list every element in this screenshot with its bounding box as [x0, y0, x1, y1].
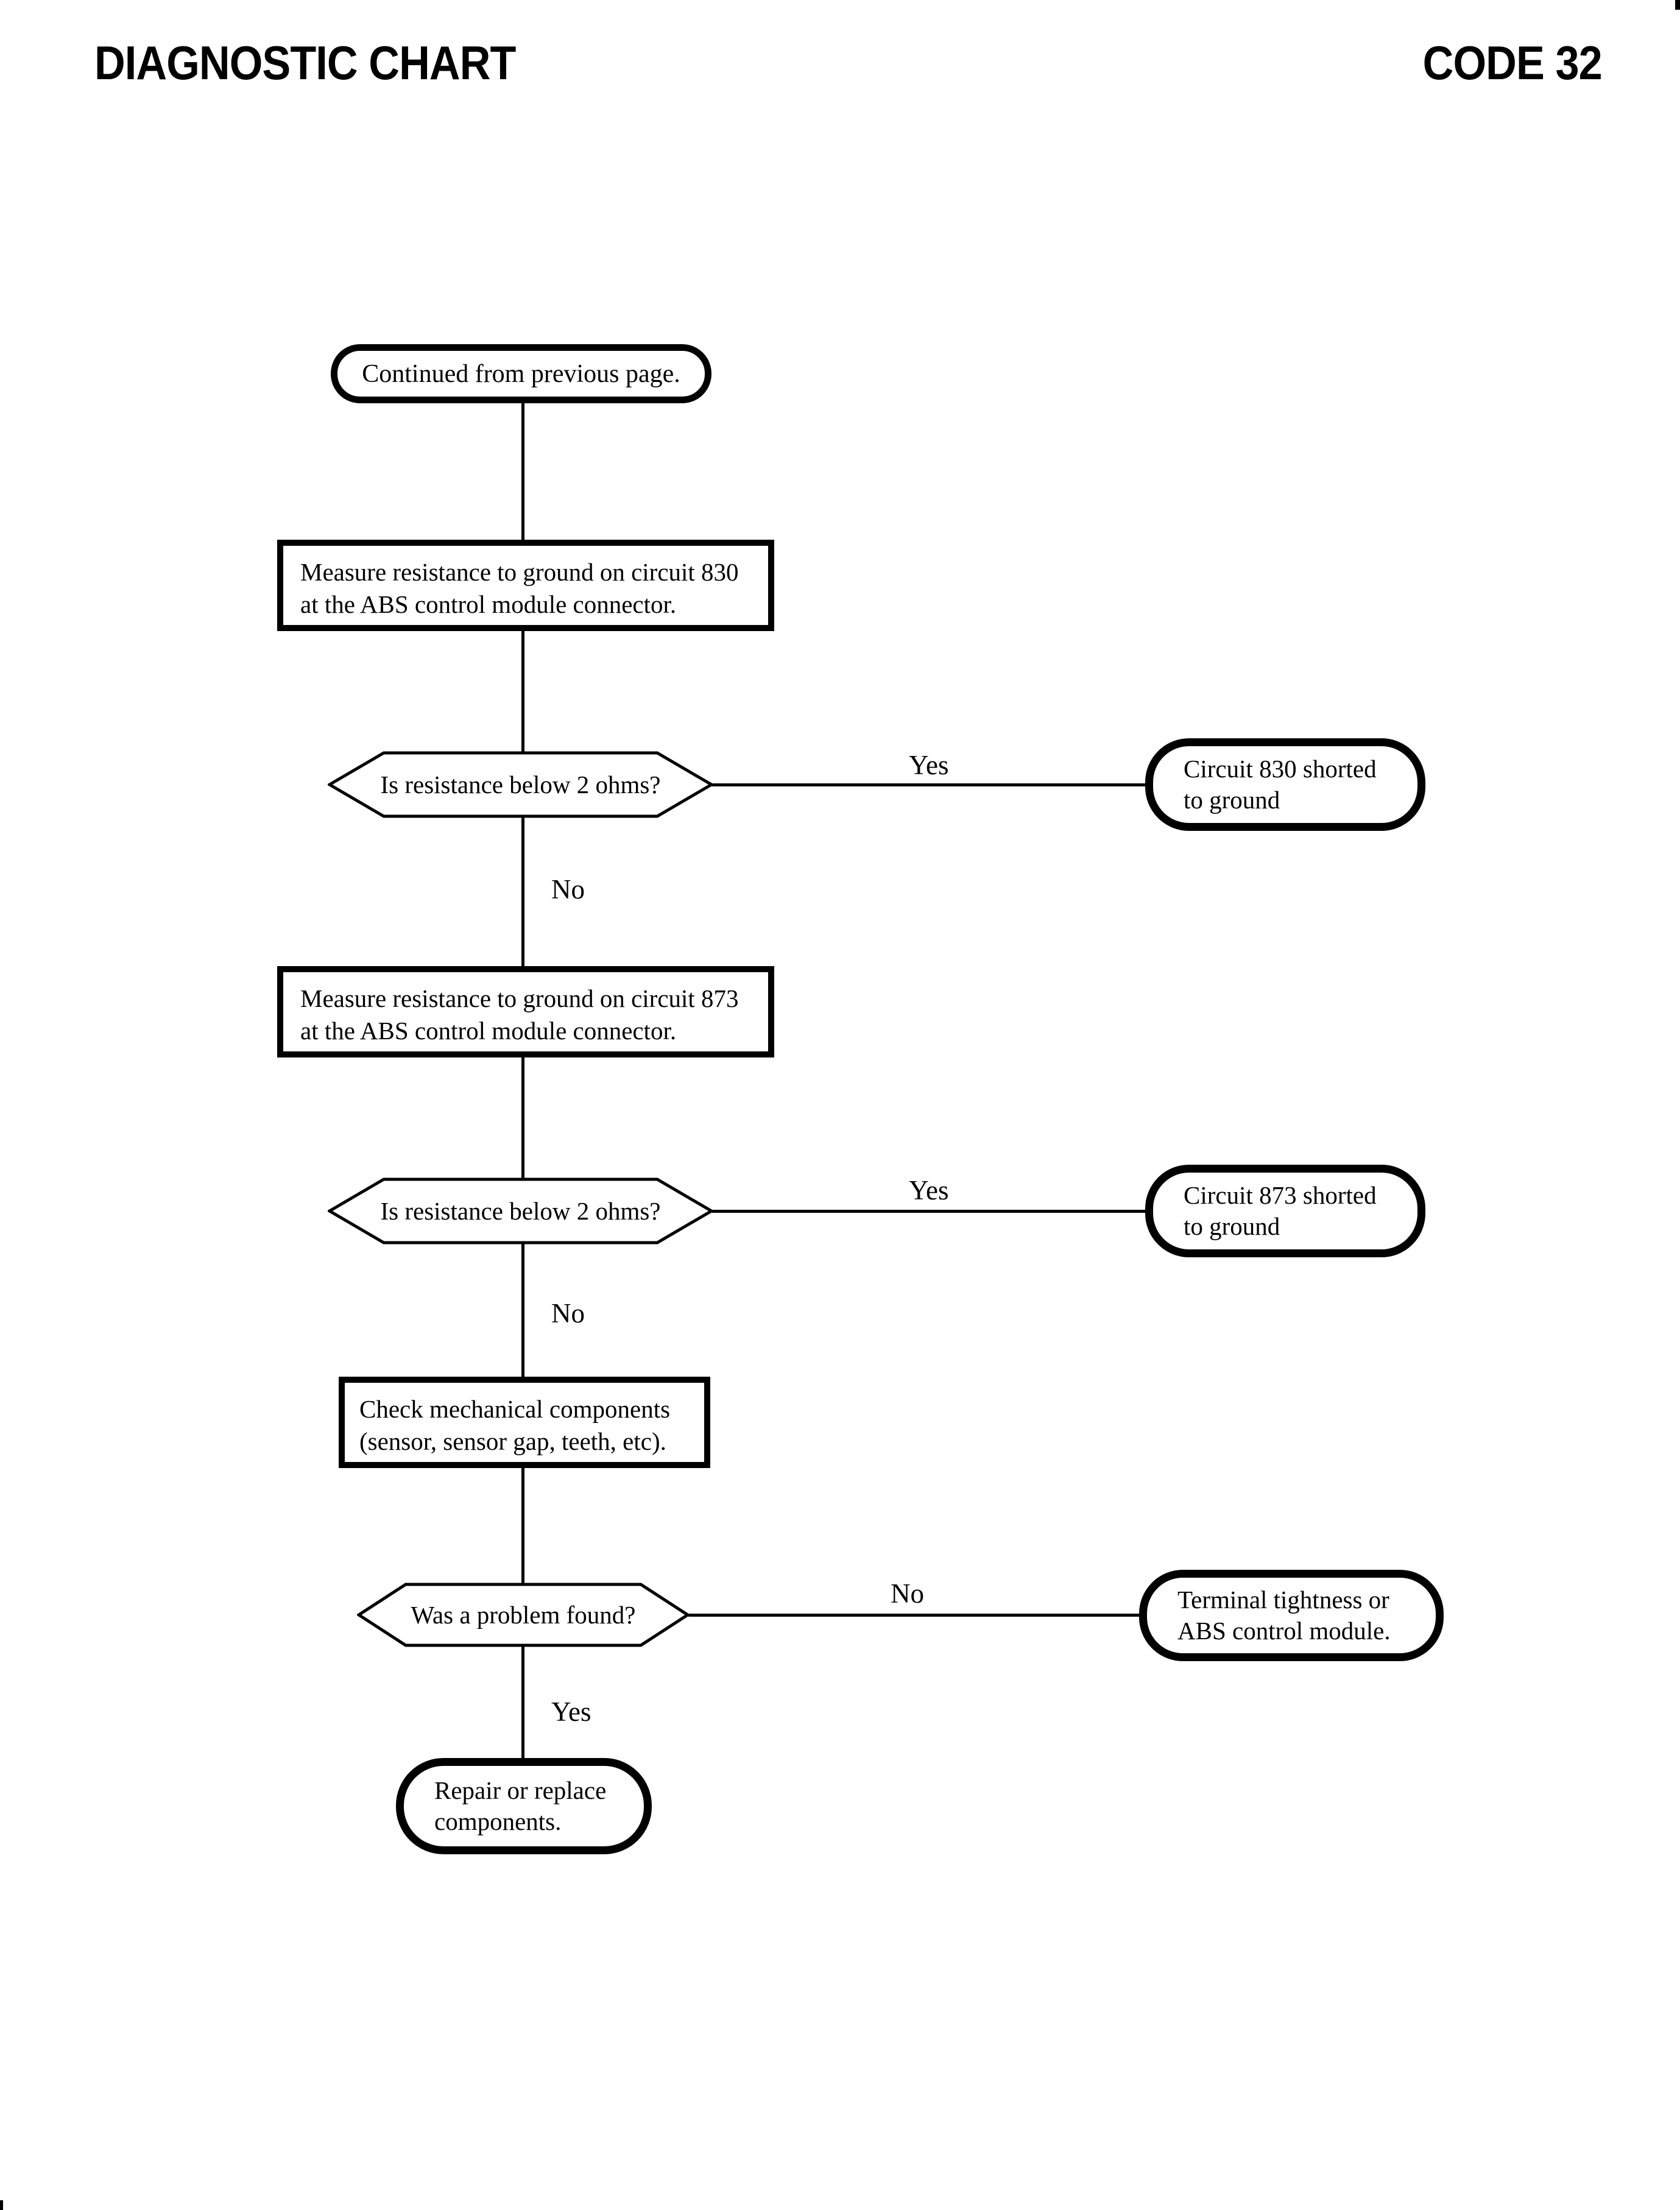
node-text: Is resistance below 2 ohms? — [380, 771, 661, 799]
node-text-line: Circuit 873 shorted — [1184, 1181, 1377, 1209]
edge-label-yes: Yes — [909, 750, 949, 780]
node-text: Continued from previous page. — [362, 359, 680, 388]
node-decision-830: Is resistance below 2 ohms? — [328, 751, 713, 818]
node-text-line: Circuit 830 shorted — [1184, 755, 1377, 783]
node-result-873: Circuit 873 shorted to ground — [1145, 1165, 1425, 1257]
page-title: DIAGNOSTIC CHART — [94, 36, 516, 90]
node-text: Is resistance below 2 ohms? — [380, 1197, 661, 1225]
page-code: CODE 32 — [1422, 36, 1603, 90]
edge-yes-830 — [712, 783, 1146, 786]
connector-problem-to-repair — [521, 1646, 524, 1759]
node-text-line: Terminal tightness or — [1177, 1586, 1389, 1614]
node-measure-873: Measure resistance to ground on circuit … — [277, 966, 774, 1057]
edge-label-yes: Yes — [551, 1696, 591, 1727]
node-start-terminator: Continued from previous page. — [331, 344, 711, 403]
hexagon-shape — [328, 1177, 713, 1244]
connector-measure830-to-decision830 — [521, 630, 524, 752]
hexagon-shape — [328, 751, 713, 818]
node-text-line: components. — [434, 1807, 562, 1835]
node-check-mechanical: Check mechanical components (sensor, sen… — [339, 1377, 710, 1468]
node-result-repair: Repair or replace components. — [396, 1758, 652, 1854]
edge-label-yes: Yes — [909, 1175, 949, 1206]
hexagon-shape — [357, 1583, 690, 1647]
node-measure-830: Measure resistance to ground on circuit … — [277, 540, 774, 631]
node-result-830: Circuit 830 shorted to ground — [1145, 738, 1425, 831]
node-text-line: Measure resistance to ground on circuit … — [300, 984, 739, 1012]
node-text-line: to ground — [1184, 1212, 1280, 1240]
scan-artifact-bottom-left — [0, 2200, 3, 2210]
node-text-line: at the ABS control module connector. — [300, 1017, 677, 1045]
edge-label-no: No — [891, 1578, 924, 1609]
node-text-line: (sensor, sensor gap, teeth, etc). — [359, 1427, 666, 1455]
edge-label-no: No — [551, 874, 585, 905]
node-text-line: at the ABS control module connector. — [300, 590, 677, 618]
node-text-line: ABS control module. — [1177, 1617, 1391, 1645]
connector-decision873-to-check — [521, 1243, 524, 1378]
connector-start-to-measure830 — [521, 402, 524, 541]
connector-measure873-to-decision873 — [521, 1056, 524, 1179]
node-text: Was a problem found? — [411, 1601, 636, 1629]
edge-yes-873 — [712, 1210, 1146, 1213]
node-decision-problem: Was a problem found? — [357, 1583, 690, 1647]
edge-no-problem — [688, 1614, 1140, 1617]
node-text-line: Measure resistance to ground on circuit … — [300, 558, 739, 586]
connector-check-to-problem — [521, 1467, 524, 1584]
node-result-terminal: Terminal tightness or ABS control module… — [1139, 1570, 1444, 1661]
edge-label-no: No — [551, 1298, 585, 1329]
node-text-line: Check mechanical components — [359, 1395, 671, 1423]
connector-decision830-to-measure873 — [521, 817, 524, 967]
node-text-line: Repair or replace — [434, 1776, 607, 1804]
scan-artifact-top-right — [1675, 0, 1680, 10]
node-decision-873: Is resistance below 2 ohms? — [328, 1177, 713, 1244]
node-text-line: to ground — [1184, 786, 1280, 814]
